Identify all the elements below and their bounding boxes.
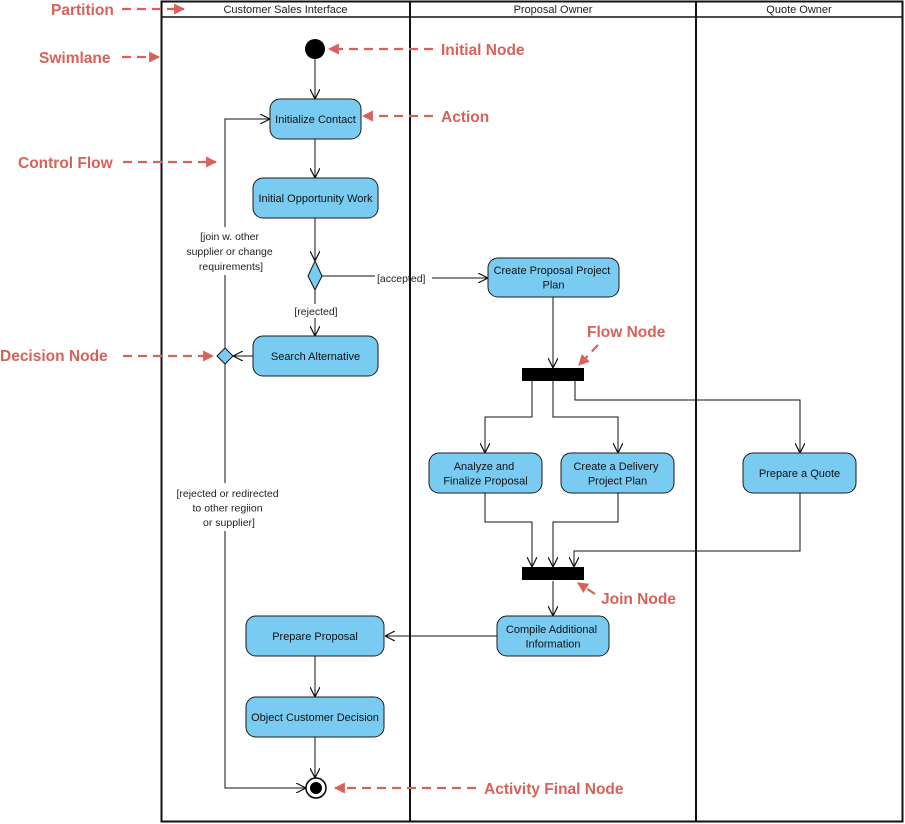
svg-text:Object Customer Decision: Object Customer Decision	[251, 712, 379, 724]
control-flows	[224, 59, 801, 788]
action-analyze-line1: Analyze and	[454, 461, 515, 473]
guard-rejected-redirected-line3: or supplier]	[203, 517, 255, 529]
svg-text:[rejected or redirected to: [rejected or redirected to other regiion…	[176, 488, 281, 529]
action-create-proposal-plan-line2: Plan	[542, 280, 564, 292]
flow-delivery-to-join	[553, 493, 619, 567]
flow-fork-to-quote	[574, 381, 800, 453]
initial-node	[305, 39, 325, 59]
action-compile-line1: Compile Additional	[506, 624, 597, 636]
action-delivery-line1: Create a Delivery	[573, 461, 658, 473]
callout-action: Action	[441, 109, 489, 126]
action-prepare-quote: Prepare a Quote	[742, 452, 857, 494]
callout-decision-node: Decision Node	[0, 348, 108, 365]
action-create-proposal-project-plan: Create Proposal Project Plan	[487, 257, 620, 298]
action-initialize-contact-label: Initialize Contact	[275, 114, 356, 126]
guard-join-line2: supplier or change	[186, 246, 273, 258]
callout-initial-node: Initial Node	[441, 42, 525, 59]
partition-title-customer-sales: Customer Sales Interface	[223, 4, 347, 16]
action-analyze-line2: Finalize Proposal	[443, 476, 527, 488]
guard-rejected: [rejected]	[294, 306, 337, 318]
action-initialize-contact: Initialize Contact	[269, 98, 362, 140]
action-prepare-proposal-label: Prepare Proposal	[272, 631, 358, 643]
action-compile-line2: Information	[525, 639, 580, 651]
action-compile-additional-information: Compile Additional Information	[496, 615, 610, 657]
svg-text:Initial Opportunity Work: Initial Opportunity Work	[258, 193, 373, 205]
callout-join-node-arrow	[577, 582, 596, 595]
callout-join-node: Join Node	[601, 591, 676, 608]
partition-title-proposal-owner: Proposal Owner	[514, 4, 593, 16]
flow-fork-to-delivery	[552, 381, 618, 453]
svg-text:Create Proposal Project: Create Proposal Project Plan	[494, 265, 614, 292]
svg-text:Create a Delivery Projec: Create a Delivery Project Plan	[573, 461, 661, 488]
guard-join-line3: requirements]	[199, 261, 263, 273]
callout-flow-node: Flow Node	[587, 324, 666, 341]
callout-control-flow: Control Flow	[18, 155, 114, 172]
flow-fork-to-analyze	[485, 381, 533, 453]
guard-accepted: [accepted]	[377, 273, 426, 285]
callout-partition: Partition	[51, 2, 114, 19]
action-object-customer-decision-label: Object Customer Decision	[251, 712, 379, 724]
flow-quote-to-join	[574, 493, 801, 567]
svg-text:Search Alternative: Search Alternative	[271, 351, 360, 363]
svg-text:Initialize Contact: Initialize Contact	[275, 114, 356, 126]
callout-activity-final-node: Activity Final Node	[484, 781, 624, 798]
action-create-delivery-project-plan: Create a Delivery Project Plan	[560, 452, 675, 494]
flow-analyze-to-join	[484, 493, 532, 567]
guard-rejected-redirected-line1: [rejected or redirected	[176, 488, 278, 500]
swimlane-frame	[160, 0, 904, 823]
decision-node-accept	[307, 259, 323, 292]
action-analyze-finalize-proposal: Analyze and Finalize Proposal	[428, 452, 543, 494]
join-node	[522, 567, 584, 580]
svg-text:Compile Additional Infor: Compile Additional Information	[506, 624, 600, 651]
callout-swimlane: Swimlane	[39, 50, 111, 67]
partition-title-quote-owner: Quote Owner	[766, 4, 832, 16]
action-initial-opportunity-work-label: Initial Opportunity Work	[258, 193, 373, 205]
activity-final-node	[305, 777, 327, 799]
action-prepare-proposal: Prepare Proposal	[245, 615, 385, 657]
guard-rejected-redirected-line2: to other regiion	[193, 503, 263, 515]
action-prepare-quote-label: Prepare a Quote	[759, 468, 840, 480]
flow-decision2-rejected-b	[224, 531, 306, 788]
svg-text:Prepare Proposal: Prepare Proposal	[272, 631, 358, 643]
callout-flow-node-arrow	[578, 344, 599, 366]
action-initial-opportunity-work: Initial Opportunity Work	[252, 177, 379, 219]
svg-text:Prepare a Quote: Prepare a Quote	[759, 468, 840, 480]
action-object-customer-decision: Object Customer Decision	[245, 696, 385, 738]
action-delivery-line2: Project Plan	[588, 476, 647, 488]
fork-node	[522, 368, 584, 381]
svg-text:[join w. other supplier or: [join w. other supplier or change requir…	[186, 231, 275, 273]
flow-decision2-join-b	[224, 119, 270, 227]
action-search-alternative: Search Alternative	[252, 335, 379, 377]
action-create-proposal-plan-line1: Create Proposal Project	[494, 265, 611, 277]
action-search-alternative-label: Search Alternative	[271, 351, 360, 363]
guard-join-line1: [join w. other	[200, 231, 259, 243]
svg-text:Analyze and Finalize Pro: Analyze and Finalize Proposal	[443, 461, 527, 488]
decision-node-alternative	[216, 347, 234, 365]
